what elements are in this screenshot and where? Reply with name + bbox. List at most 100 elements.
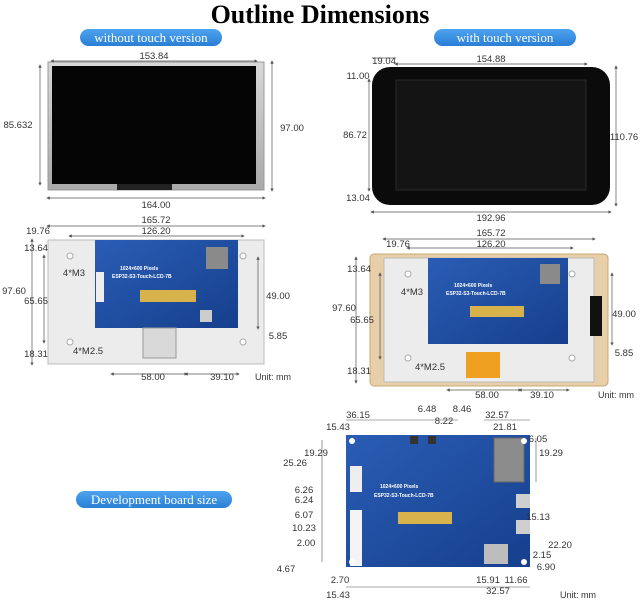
fpc-connector <box>140 290 196 302</box>
page-title: Outline Dimensions <box>210 0 430 29</box>
p4-hole-m25: 4*M2.5 <box>415 362 445 373</box>
dev-side-header <box>350 510 362 566</box>
dim-width-bottom-2: 192.96 <box>476 213 505 224</box>
dev-t6: 8.22 <box>435 416 454 427</box>
p4-w-inner: 126.20 <box>476 239 505 250</box>
p4-bot-b: 39.10 <box>530 390 554 401</box>
p4-hole-m3: 4*M3 <box>401 287 423 298</box>
dev-l8: 4.67 <box>277 564 296 575</box>
dev-l4: 6.24 <box>295 495 314 506</box>
pcb-pixels: 1024×600 Pixels <box>120 266 158 272</box>
dev-l3: 6.26 <box>295 485 314 496</box>
label-with-touch: with touch version <box>434 29 576 46</box>
panel-without-touch: 153.84 85.632 97.00 164.00 <box>3 51 303 211</box>
dim-width-bottom: 164.00 <box>141 200 170 211</box>
dev-t5: 15.43 <box>326 422 350 433</box>
dev-usb-2 <box>516 520 530 534</box>
dev-b2: 15.43 <box>326 590 350 601</box>
p3-bot-a: 58.00 <box>141 372 165 383</box>
usb-port <box>200 310 212 322</box>
p4-h-total: 97.60 <box>332 303 356 314</box>
touch-screen-area <box>395 79 587 191</box>
label-without-touch: without touch version <box>80 29 222 46</box>
panel-dev-board: 1024×600 Pixels ESP32-S3-Touch-LCD-7B 36… <box>277 404 596 601</box>
dev-r4: 22.20 <box>548 540 572 551</box>
dev-l5: 6.07 <box>295 510 314 521</box>
p3-bot-b: 39.10 <box>210 372 234 383</box>
p4-w-total: 165.72 <box>476 228 505 239</box>
dev-unit: Unit: mm <box>560 590 596 600</box>
p3-w-total: 165.72 <box>141 215 170 226</box>
dim-h-bot: 13.04 <box>346 193 370 204</box>
p3-hole-m3: 4*M3 <box>63 268 85 279</box>
dim-width-top-2: 154.88 <box>476 54 505 65</box>
dev-l6: 10.23 <box>292 523 316 534</box>
pcb-board-name-2: ESP32-S3-Touch-LCD-7B <box>446 291 506 297</box>
panel-with-touch: 19.04 154.88 11.00 86.72 13.04 110.76 19… <box>343 54 638 224</box>
esp-module-2 <box>540 264 560 284</box>
dim-height-right: 97.00 <box>280 123 304 134</box>
dev-sd-slot <box>484 544 508 564</box>
fpc-connector-2 <box>470 306 524 317</box>
p3-left-off: 19.76 <box>26 226 50 237</box>
dev-board-name: ESP32-S3-Touch-LCD-7B <box>374 493 434 499</box>
p4-unit: Unit: mm <box>598 390 634 400</box>
dev-l7: 2.00 <box>297 538 316 549</box>
dim-left-top: 19.04 <box>372 56 396 67</box>
p3-right-h: 49.00 <box>266 291 290 302</box>
p4-h-inner: 65.65 <box>350 315 374 326</box>
p3-top-off: 13.64 <box>24 243 48 254</box>
dev-r3: 15.13 <box>526 512 550 523</box>
panel-back-no-touch: 1024×600 Pixels ESP32-S3-Touch-LCD-7B 16… <box>2 215 291 383</box>
dev-b3: 15.91 <box>476 575 500 586</box>
p3-bot-off: 18.31 <box>24 349 48 360</box>
dev-t2: 6.48 <box>418 404 437 415</box>
dev-b1: 2.70 <box>331 575 350 586</box>
dev-t7: 21.81 <box>493 422 517 433</box>
dev-r6: 6.90 <box>537 562 556 573</box>
dim-height-right-2: 110.76 <box>610 132 638 143</box>
p3-unit: Unit: mm <box>255 372 291 382</box>
dev-b5: 32.57 <box>486 586 510 597</box>
p4-right-h: 49.00 <box>612 309 636 320</box>
p4-bot-off: 18.31 <box>347 366 371 377</box>
dim-width-top: 153.84 <box>139 51 168 62</box>
dev-t4: 32.57 <box>485 410 509 421</box>
dim-h-mid: 86.72 <box>343 130 367 141</box>
dev-l2: 25.26 <box>283 458 307 469</box>
dev-b4: 11.66 <box>504 575 527 586</box>
panel-back-touch: 1024×600 Pixels ESP32-S3-Touch-LCD-7B 16… <box>332 228 636 401</box>
dev-l1: 19.29 <box>304 448 328 459</box>
p3-w-inner: 126.20 <box>141 226 170 237</box>
dev-esp-module <box>493 437 525 483</box>
lcd-screen <box>52 66 256 184</box>
p4-left-off: 19.76 <box>386 239 410 250</box>
dev-r2: 19.29 <box>539 448 563 459</box>
dim-h-top: 11.00 <box>346 71 369 82</box>
dev-r5: 2.15 <box>533 550 552 561</box>
p4-bot-a: 58.00 <box>475 390 499 401</box>
touch-fpc <box>466 352 500 378</box>
dev-t1: 36.15 <box>346 410 370 421</box>
label-dev-board: Development board size <box>76 491 232 508</box>
p4-right-small: 5.85 <box>615 348 634 359</box>
dev-r1: 6.05 <box>529 434 548 445</box>
dev-usb-1 <box>516 494 530 508</box>
side-connector <box>96 272 104 302</box>
p3-h-inner: 65.65 <box>24 296 48 307</box>
dev-pixels: 1024×600 Pixels <box>380 484 418 490</box>
dev-left-connector <box>350 466 362 492</box>
p3-h-total: 97.60 <box>2 286 26 297</box>
side-slot <box>590 296 602 336</box>
p3-hole-m25: 4*M2.5 <box>73 346 103 357</box>
dev-fpc-connector <box>398 512 452 524</box>
dim-height-left: 85.632 <box>3 120 32 131</box>
pcb-pixels-2: 1024×600 Pixels <box>454 283 492 289</box>
fpc-cable <box>142 327 177 359</box>
lcd-fpc <box>117 184 172 190</box>
p4-top-off: 13.64 <box>347 264 371 275</box>
pcb-board-name: ESP32-S3-Touch-LCD-7B <box>112 274 172 280</box>
esp-module <box>206 247 228 269</box>
p3-right-small: 5.85 <box>269 331 288 342</box>
